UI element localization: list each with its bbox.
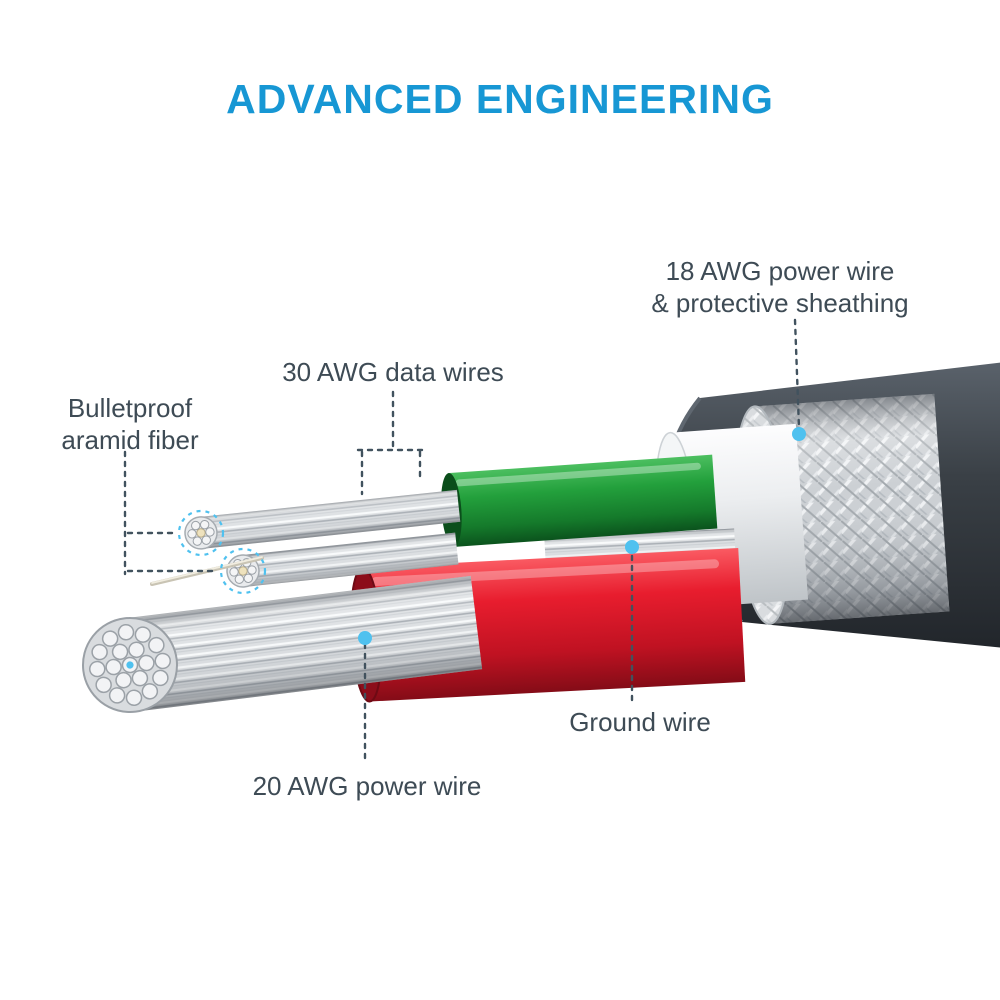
callout-circle-aramid-lower <box>219 547 267 595</box>
label-power18-line2: & protective sheathing <box>651 287 909 318</box>
callout-line-power18 <box>793 318 801 430</box>
label-power18-line1: 18 AWG power wire <box>665 256 895 286</box>
callout-dot-power20 <box>358 631 372 645</box>
label-power18: 18 AWG power wire & protective sheathing <box>600 256 960 319</box>
callout-circles <box>177 509 267 595</box>
label-data30-text: 30 AWG data wires <box>282 357 504 387</box>
label-ground-text: Ground wire <box>569 707 711 737</box>
label-aramid-line2: aramid fiber <box>61 424 199 455</box>
callout-lines <box>123 318 801 760</box>
page-title: ADVANCED ENGINEERING <box>226 76 774 122</box>
label-ground: Ground wire <box>535 707 745 739</box>
callout-circle-aramid-upper <box>177 509 225 557</box>
label-aramid-line1: Bulletproof <box>67 393 193 423</box>
callout-dot-ground <box>625 540 639 554</box>
data-wire-upper <box>184 489 461 550</box>
power-wire-20awg <box>82 575 483 713</box>
label-data30: 30 AWG data wires <box>263 357 523 389</box>
callout-dot-power18 <box>792 427 806 441</box>
label-power20: 20 AWG power wire <box>212 771 522 803</box>
callout-dots <box>358 427 806 645</box>
label-power20-text: 20 AWG power wire <box>252 771 482 801</box>
bundle-center-highlight-dot <box>126 661 134 669</box>
label-aramid: Bulletproof aramid fiber <box>18 393 242 456</box>
data-wire-lower <box>226 532 459 588</box>
